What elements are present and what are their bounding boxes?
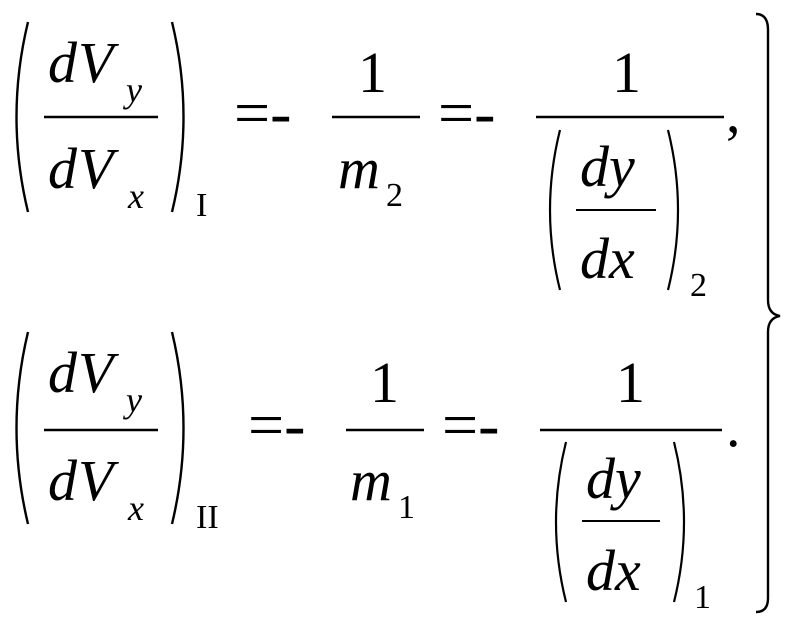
frac1-den-sub: 1 bbox=[398, 489, 415, 526]
frac1-numerator: 1 bbox=[370, 350, 399, 415]
right-curly-brace bbox=[755, 12, 781, 614]
lhs-num-sub-y: y bbox=[123, 70, 142, 110]
lhs-den-d: d bbox=[48, 448, 78, 513]
equation-row-1: d V y d V x I =- 1 m 2 =- 1 dy dx 2 , bbox=[15, 21, 741, 304]
frac2-inner-numerator: dy bbox=[580, 134, 635, 199]
frac2-inner-denominator: dx bbox=[580, 226, 635, 291]
equals-minus-1: =- bbox=[248, 389, 305, 460]
equals-minus-1: =- bbox=[234, 77, 291, 148]
lhs-left-paren bbox=[15, 21, 30, 213]
lhs-right-paren bbox=[170, 331, 185, 525]
frac2-right-paren bbox=[666, 129, 680, 291]
equals-minus-2: =- bbox=[442, 389, 499, 460]
frac2-numerator: 1 bbox=[616, 350, 645, 415]
lhs-num-V: V bbox=[78, 340, 120, 405]
frac2-left-paren bbox=[554, 441, 568, 603]
lhs-right-paren bbox=[170, 21, 185, 213]
frac1-numerator: 1 bbox=[358, 40, 387, 105]
punct-comma: , bbox=[726, 80, 741, 145]
equals-minus-2: =- bbox=[438, 77, 495, 148]
frac2-numerator: 1 bbox=[612, 40, 641, 105]
lhs-num-d: d bbox=[48, 340, 78, 405]
frac2-left-paren bbox=[548, 129, 562, 291]
frac1-den-sub: 2 bbox=[386, 177, 403, 214]
lhs-den-V: V bbox=[78, 448, 120, 513]
lhs-den-d: d bbox=[48, 136, 78, 201]
equation-row-2: d V y d V x II =- 1 m 1 =- 1 dy dx 1 . bbox=[15, 331, 741, 616]
frac1-den-m: m bbox=[338, 136, 380, 201]
lhs-num-V: V bbox=[78, 30, 120, 95]
lhs-subscript: II bbox=[196, 499, 219, 536]
lhs-den-sub-x: x bbox=[127, 176, 144, 216]
frac2-inner-numerator: dy bbox=[586, 446, 641, 511]
frac2-inner-sub: 1 bbox=[694, 579, 711, 616]
frac2-inner-denominator: dx bbox=[586, 538, 641, 603]
lhs-left-paren bbox=[15, 331, 30, 525]
frac2-inner-sub: 2 bbox=[690, 267, 707, 304]
frac2-right-paren bbox=[672, 441, 686, 603]
lhs-subscript: I bbox=[196, 187, 207, 224]
lhs-den-V: V bbox=[78, 136, 120, 201]
punct-period: . bbox=[726, 394, 741, 459]
lhs-den-sub-x: x bbox=[127, 488, 144, 528]
lhs-num-sub-y: y bbox=[123, 380, 142, 420]
lhs-num-d: d bbox=[48, 30, 78, 95]
frac1-den-m: m bbox=[350, 448, 392, 513]
